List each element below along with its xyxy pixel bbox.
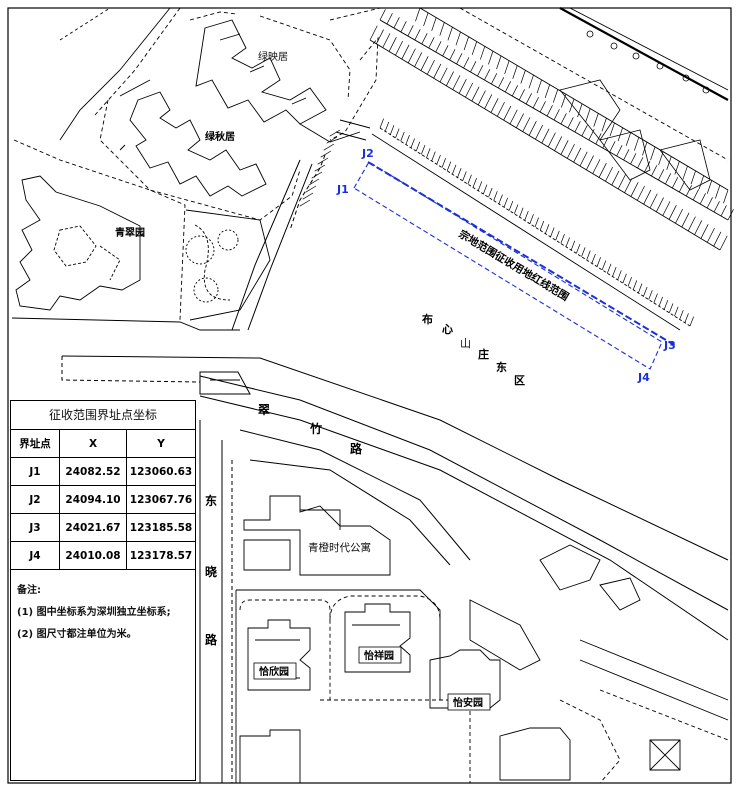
table-row: J2 24094.10 123067.76: [11, 485, 195, 514]
area-label-yian: 怡安园: [453, 696, 483, 709]
row-point: J4: [11, 541, 60, 570]
dongxiao-road: [199, 420, 233, 783]
district-char-6: 区: [514, 374, 525, 387]
row-point: J2: [11, 485, 60, 514]
note-item: (1) 图中坐标系为深圳独立坐标系;: [17, 607, 171, 618]
road-cuizhu-char-3: 路: [350, 441, 363, 456]
district-char-3: 山: [460, 337, 471, 350]
west-road: [231, 119, 371, 331]
area-label-lvqiu: 绿秋居: [205, 130, 235, 143]
row-y: 123067.76: [126, 485, 195, 514]
row-point: J3: [11, 513, 60, 542]
road-dongxiao-char-2: 晓: [205, 564, 217, 579]
road-dongxiao-char-1: 东: [205, 493, 217, 508]
road-dongxiao-char-3: 路: [205, 632, 218, 647]
header-x: X: [59, 430, 127, 458]
row-x: 24082.52: [59, 457, 127, 486]
header-y: Y: [126, 430, 195, 458]
coordinate-table-header: 界址点 X Y: [11, 430, 195, 458]
district-char-1: 布: [422, 312, 433, 326]
row-x: 24010.08: [59, 541, 127, 570]
district-char-2: 心: [442, 323, 453, 336]
road-cuizhu-char-2: 竹: [309, 421, 322, 436]
terrace-features: [559, 30, 711, 191]
upper-left-buildings: [11, 7, 381, 331]
row-y: 123178.57: [126, 541, 195, 570]
coordinate-table: 界址点 X Y J1 24082.52 123060.63 J2 24094.1…: [11, 430, 195, 570]
map-frame: [7, 7, 732, 784]
cuizhu-road: [61, 355, 729, 641]
area-label-yixin: 恰欣园: [259, 665, 289, 678]
notes-block: 备注: (1) 图中坐标系为深圳独立坐标系; (2) 图尺寸都注单位为米。: [11, 570, 195, 646]
header-point: 界址点: [11, 430, 60, 458]
row-y: 123185.58: [126, 513, 195, 542]
table-row: J1 24082.52 123060.63: [11, 457, 195, 486]
row-x: 24021.67: [59, 513, 127, 542]
district-char-4: 庄: [478, 347, 489, 361]
area-label-lvying: 绿映居: [258, 50, 288, 63]
acquisition-boundary: [353, 161, 677, 370]
coordinate-table-panel: 征收范围界址点坐标 界址点 X Y J1 24082.52 123060.63 …: [10, 400, 196, 781]
row-x: 24094.10: [59, 485, 127, 514]
slope-ticks: [299, 7, 734, 327]
area-label-qingcheng: 青橙时代公寓: [308, 541, 371, 554]
point-j2-label: J2: [361, 147, 374, 160]
area-label-yixiang: 怡祥园: [364, 649, 394, 662]
district-char-5: 东: [496, 360, 507, 374]
area-label-qingcui: 青翠园: [115, 226, 145, 239]
row-point: J1: [11, 457, 60, 486]
coordinate-table-title: 征收范围界址点坐标: [11, 401, 195, 430]
point-j3-label: J3: [663, 339, 676, 352]
point-j1-label: J1: [336, 183, 349, 196]
note-item: (2) 图尺寸都注单位为米。: [17, 629, 137, 640]
point-j4-label: J4: [637, 371, 650, 384]
notes-title: 备注:: [17, 585, 41, 596]
row-y: 123060.63: [126, 457, 195, 486]
table-row: J3 24021.67 123185.58: [11, 513, 195, 542]
lower-buildings: [235, 495, 729, 784]
table-row: J4 24010.08 123178.57: [11, 541, 195, 570]
road-cuizhu-char-1: 翠: [258, 403, 270, 417]
